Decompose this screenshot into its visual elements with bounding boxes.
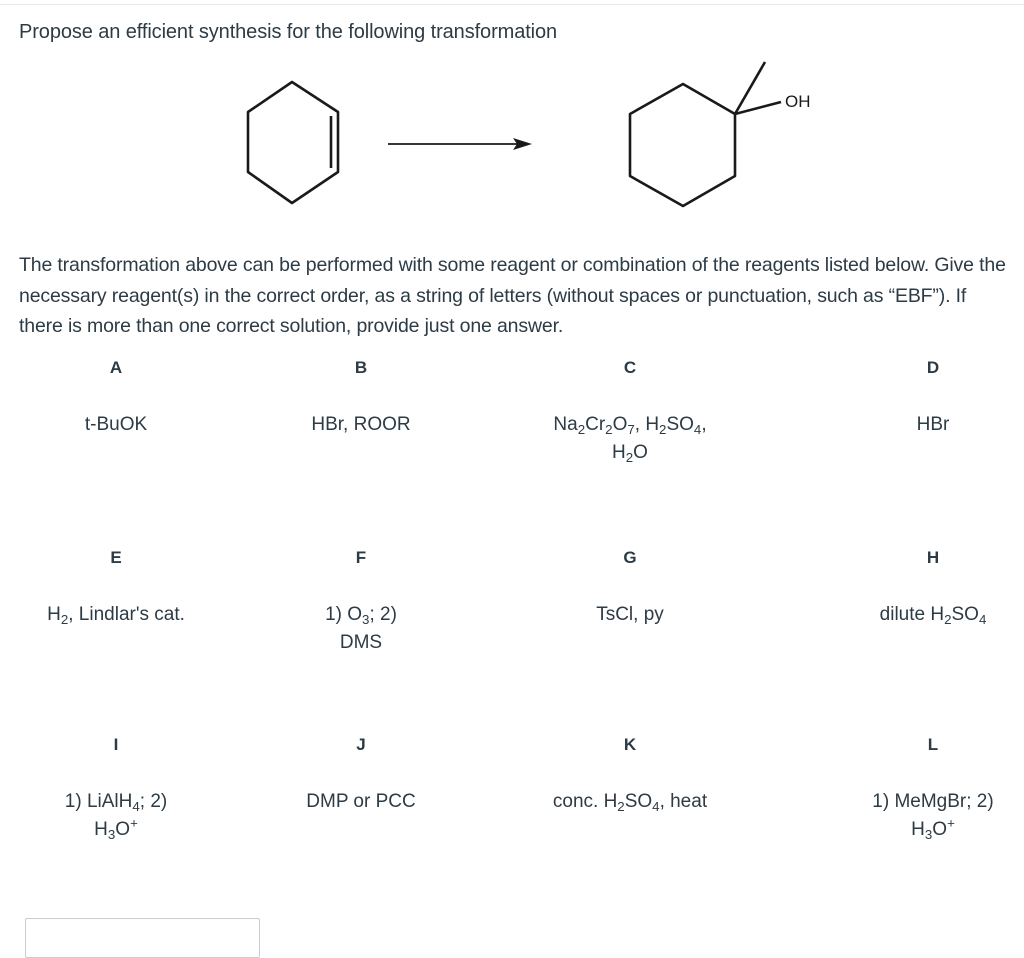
reagent-option-c: C Na2Cr2O7, H2SO4,H2O xyxy=(510,358,750,467)
reagent-option-h: H dilute H2SO4 xyxy=(813,548,1024,629)
reagent-letter: G xyxy=(623,548,637,567)
reagent-option-j: J DMP or PCC xyxy=(241,735,481,816)
reagent-option-g: G TsCl, py xyxy=(510,548,750,629)
reagent-text: conc. H2SO4, heat xyxy=(552,791,708,814)
reagent-text: TsCl, py xyxy=(596,604,664,625)
reagent-text: dilute H2SO4 xyxy=(879,604,987,627)
reagent-letter: K xyxy=(623,735,637,754)
reagent-letter: A xyxy=(109,358,123,377)
reaction-arrow-icon xyxy=(388,138,532,150)
top-divider xyxy=(0,4,1024,5)
reagent-option-f: F 1) O3; 2)DMS xyxy=(241,548,481,657)
reagent-option-d: D HBr xyxy=(813,358,1024,439)
methylcyclohexanol-structure xyxy=(628,61,782,208)
reagent-text: HBr, ROOR xyxy=(311,414,411,435)
question-title: Propose an efficient synthesis for the f… xyxy=(19,21,558,43)
reagent-letter: B xyxy=(354,358,368,377)
reagent-letter: E xyxy=(110,548,122,567)
reagent-option-i: I 1) LiAlH4; 2)H3O+ xyxy=(0,735,236,844)
reagent-text: 1) LiAlH4; 2)H3O+ xyxy=(64,791,168,842)
reagent-option-k: K conc. H2SO4, heat xyxy=(510,735,750,816)
reagent-option-l: L 1) MeMgBr; 2)H3O+ xyxy=(813,735,1024,844)
instructions-text: The transformation above can be performe… xyxy=(19,254,1006,337)
reagent-letter: F xyxy=(355,548,367,567)
reagent-text: t-BuOK xyxy=(84,414,148,435)
reagent-text: 1) MeMgBr; 2)H3O+ xyxy=(872,791,994,842)
reagent-text: 1) O3; 2)DMS xyxy=(325,604,397,653)
reagent-letter: L xyxy=(927,735,939,754)
reagent-text: H2, Lindlar's cat. xyxy=(47,604,185,627)
hydroxyl-label: OH xyxy=(785,92,811,111)
reagent-option-a: A t-BuOK xyxy=(0,358,236,439)
reagent-letter: I xyxy=(113,735,119,754)
reagent-letter: H xyxy=(926,548,940,567)
reagent-text: Na2Cr2O7, H2SO4,H2O xyxy=(553,414,707,465)
reagent-text: DMP or PCC xyxy=(306,791,416,812)
cyclohexene-structure xyxy=(246,80,340,205)
reagent-text: HBr xyxy=(916,414,950,435)
reagent-letter: J xyxy=(356,735,366,754)
answer-input[interactable] xyxy=(25,918,260,958)
reagent-letter: C xyxy=(623,358,637,377)
reaction-scheme: OH xyxy=(246,61,811,208)
reagent-option-b: B HBr, ROOR xyxy=(241,358,481,439)
reagent-letter: D xyxy=(926,358,940,377)
reagent-option-e: E H2, Lindlar's cat. xyxy=(0,548,236,629)
